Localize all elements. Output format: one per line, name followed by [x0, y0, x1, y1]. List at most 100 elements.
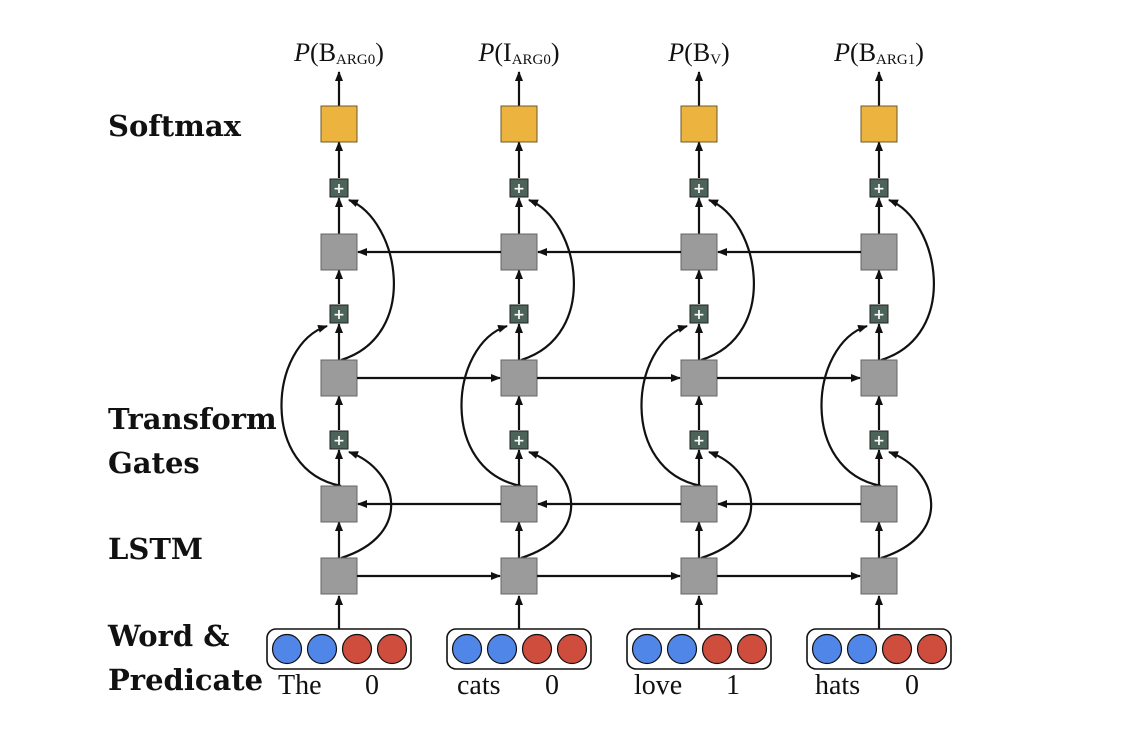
- word-label-col-3: love: [634, 670, 683, 701]
- output-tag: B: [318, 38, 337, 67]
- highway-connection-arrow: [880, 198, 935, 362]
- transform-gate-box: [329, 178, 349, 198]
- output-subscript: ARG0: [511, 52, 551, 68]
- word-embedding-circle: [271, 633, 303, 665]
- output-tag: B: [692, 38, 711, 67]
- plus-icon: +: [333, 181, 345, 197]
- lstm-cell: [860, 485, 898, 523]
- softmax-box: [320, 105, 358, 143]
- transform-gate-box: [869, 430, 889, 450]
- plus-icon: +: [513, 433, 525, 449]
- word-label-col-1: The: [278, 670, 322, 701]
- output-subscript: ARG1: [876, 52, 916, 68]
- plus-icon: +: [333, 433, 345, 449]
- output-tag: B: [858, 38, 877, 67]
- plus-icon: +: [873, 181, 885, 197]
- transform-gate-box: [869, 304, 889, 324]
- plus-icon: +: [333, 307, 345, 323]
- lstm-cell: [680, 485, 718, 523]
- lstm-cell: [320, 485, 358, 523]
- lstm-row-label: LSTM: [108, 532, 204, 566]
- highway-connection-arrow: [880, 450, 933, 560]
- transform-gate-box: [509, 430, 529, 450]
- predicate-embedding-circle: [736, 633, 768, 665]
- output-subscript: V: [710, 52, 722, 68]
- word-embedding-circle: [631, 633, 663, 665]
- transform-gate-box: [689, 178, 709, 198]
- output-prefix: P: [478, 38, 495, 67]
- predicate-embedding-circle: [916, 633, 948, 665]
- word-label-col-4: hats: [815, 670, 861, 701]
- transform-gates-row-label-line1: Transform: [108, 402, 277, 436]
- output-label-col-2: P(IARG0): [478, 38, 560, 68]
- highway-connection-arrow: [820, 324, 882, 488]
- highway-connection-arrow: [520, 198, 575, 362]
- lstm-cell: [680, 557, 718, 595]
- lstm-cell: [320, 359, 358, 397]
- word-embedding-circle: [666, 633, 698, 665]
- lstm-cell: [500, 233, 538, 271]
- transform-gate-box: [509, 178, 529, 198]
- lstm-cell: [320, 557, 358, 595]
- predicate-embedding-circle: [341, 633, 373, 665]
- transform-gate-box: [689, 430, 709, 450]
- predicate-flag-col-4: 0: [905, 670, 919, 701]
- lstm-cell: [500, 557, 538, 595]
- output-tag: I: [503, 38, 512, 67]
- transform-gate-box: [509, 304, 529, 324]
- lstm-cell: [320, 233, 358, 271]
- highway-connection-arrow: [640, 324, 702, 488]
- predicate-flag-col-3: 1: [726, 670, 740, 701]
- plus-icon: +: [873, 307, 885, 323]
- highway-connection-arrow: [280, 324, 342, 488]
- output-prefix: P: [834, 38, 851, 67]
- highway-connection-arrow: [460, 324, 522, 488]
- transform-gate-box: [689, 304, 709, 324]
- transform-gates-row-label-line2: Gates: [108, 446, 200, 480]
- predicate-embedding-circle: [701, 633, 733, 665]
- word-embedding-circle: [451, 633, 483, 665]
- plus-icon: +: [693, 181, 705, 197]
- predicate-flag-col-1: 0: [365, 670, 379, 701]
- word-embedding-circle: [306, 633, 338, 665]
- output-subscript: ARG0: [336, 52, 376, 68]
- lstm-cell: [860, 557, 898, 595]
- predicate-flag-col-2: 0: [545, 670, 559, 701]
- word-embedding-circle: [846, 633, 878, 665]
- predicate-embedding-circle: [556, 633, 588, 665]
- highway-connection-arrow: [340, 198, 395, 362]
- lstm-cell: [860, 359, 898, 397]
- plus-icon: +: [513, 181, 525, 197]
- lstm-cell: [500, 485, 538, 523]
- word-label-col-2: cats: [457, 670, 501, 701]
- output-label-col-3: P(BV): [668, 38, 730, 68]
- lstm-cell: [860, 233, 898, 271]
- output-prefix: P: [294, 38, 311, 67]
- plus-icon: +: [873, 433, 885, 449]
- highway-connection-arrow: [700, 198, 755, 362]
- output-label-col-1: P(BARG0): [294, 38, 384, 68]
- output-label-col-4: P(BARG1): [834, 38, 924, 68]
- transform-gate-box: [329, 430, 349, 450]
- input-row-label-line1: Word &: [108, 619, 230, 653]
- predicate-embedding-circle: [521, 633, 553, 665]
- softmax-box: [680, 105, 718, 143]
- word-embedding-circle: [486, 633, 518, 665]
- softmax-row-label: Softmax: [108, 109, 241, 143]
- transform-gate-box: [869, 178, 889, 198]
- word-embedding-circle: [811, 633, 843, 665]
- plus-icon: +: [693, 433, 705, 449]
- plus-icon: +: [693, 307, 705, 323]
- predicate-embedding-circle: [881, 633, 913, 665]
- softmax-box: [500, 105, 538, 143]
- lstm-cell: [680, 233, 718, 271]
- input-row-label-line2: Predicate: [108, 663, 264, 697]
- softmax-box: [860, 105, 898, 143]
- output-prefix: P: [668, 38, 685, 67]
- transform-gate-box: [329, 304, 349, 324]
- lstm-cell: [680, 359, 718, 397]
- predicate-embedding-circle: [376, 633, 408, 665]
- lstm-cell: [500, 359, 538, 397]
